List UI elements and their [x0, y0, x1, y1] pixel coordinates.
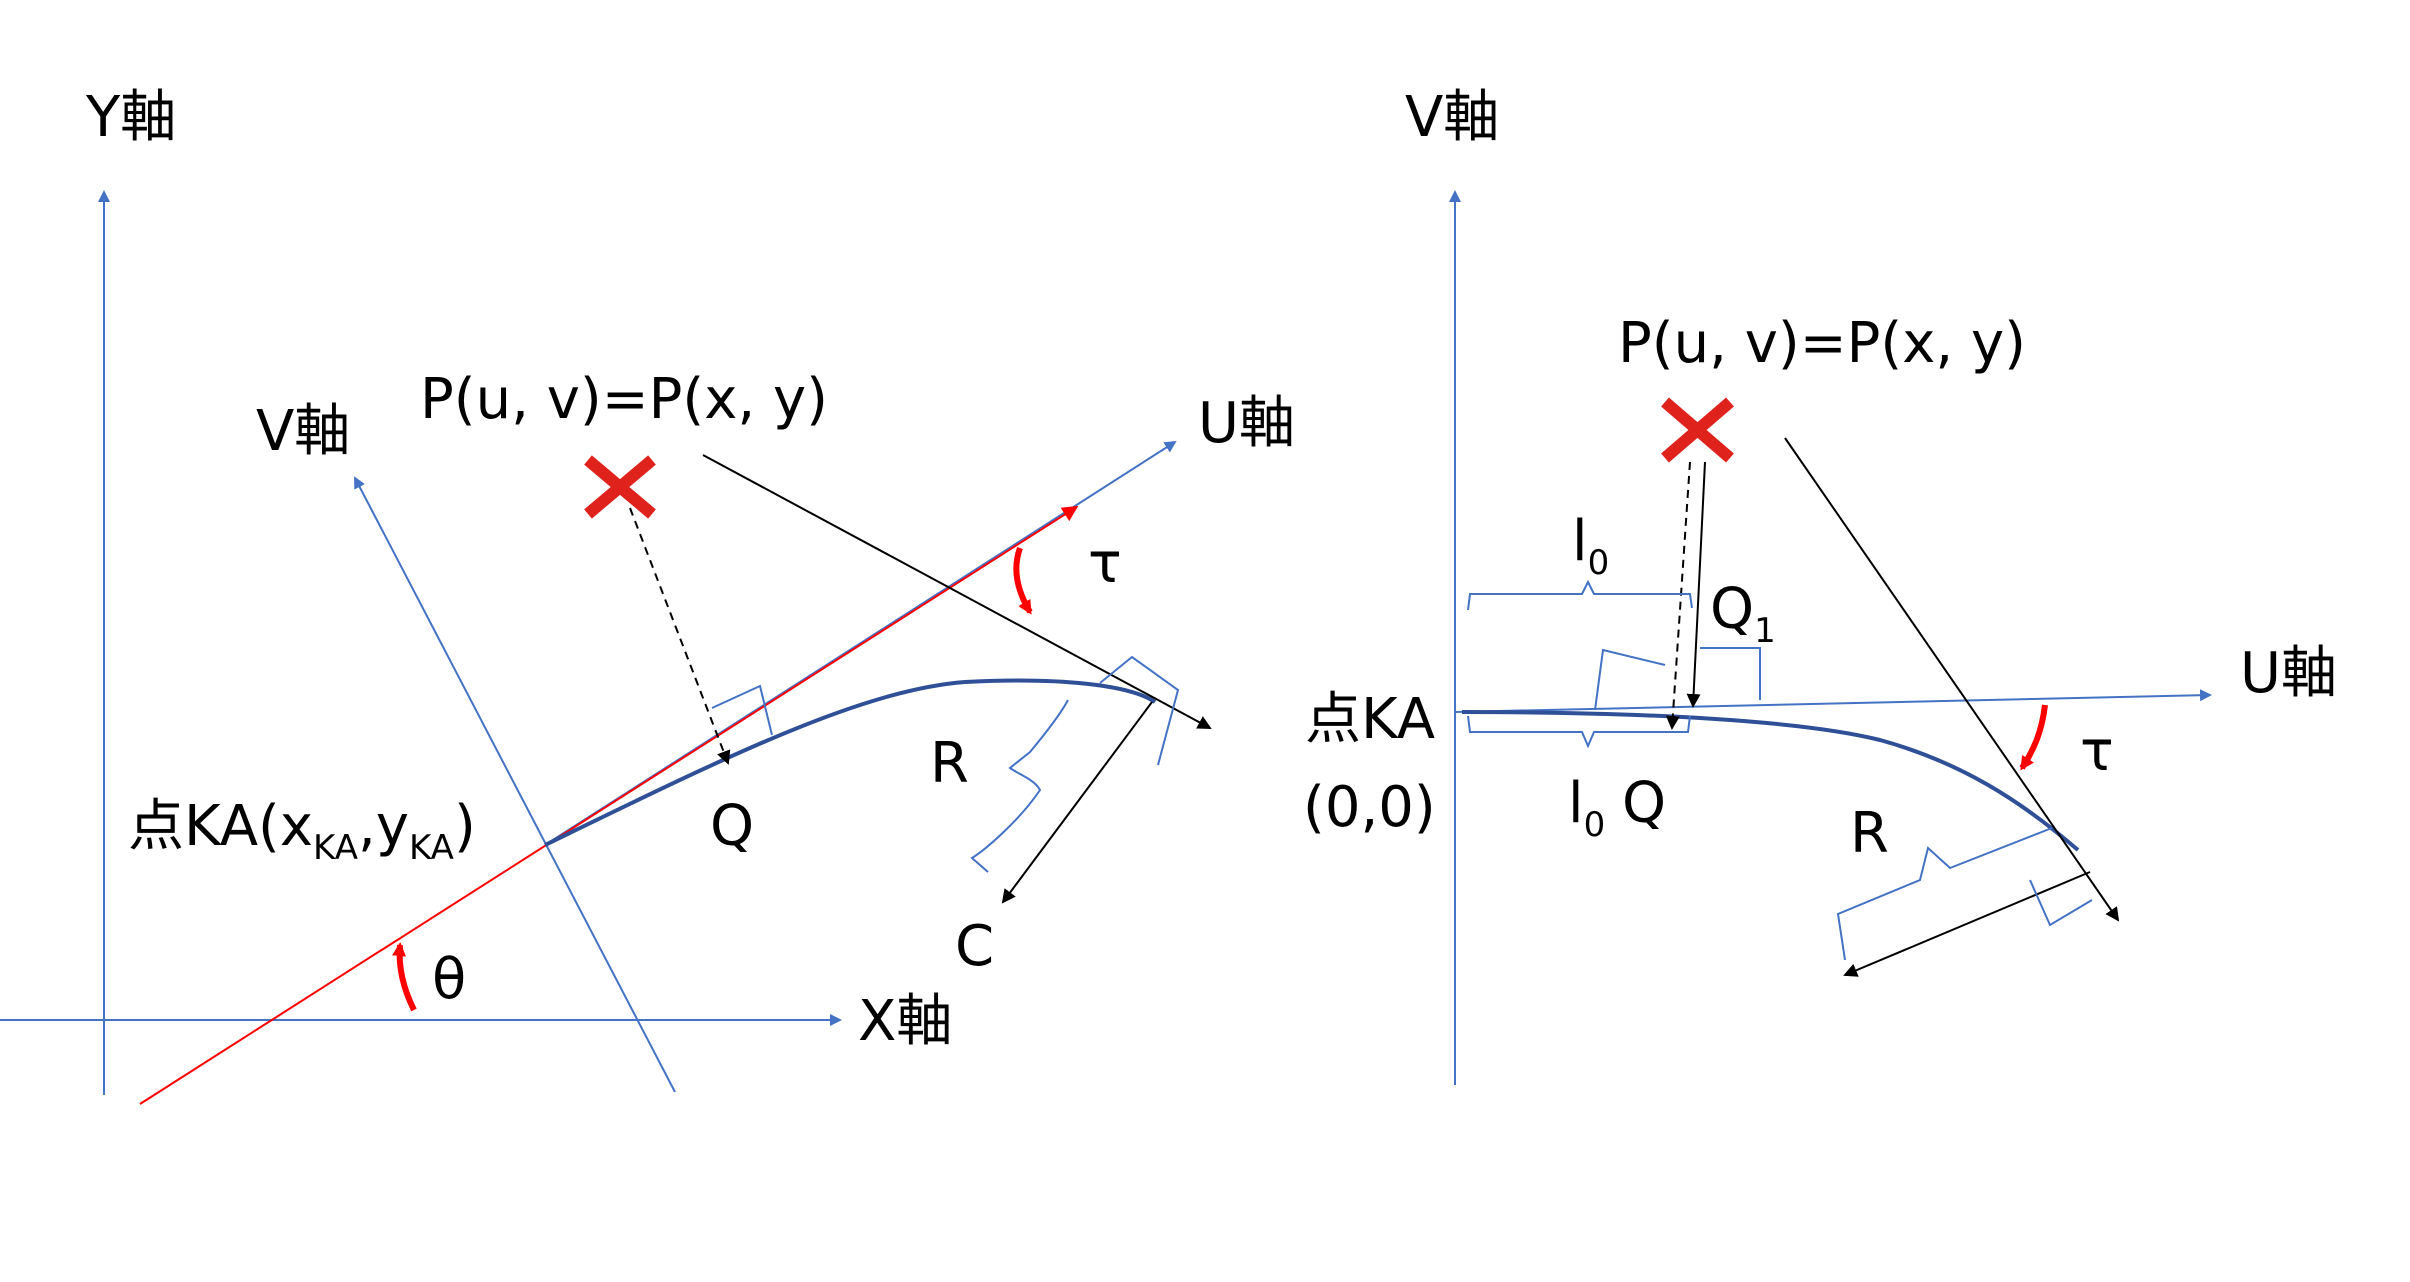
- right-q1-label: Q1: [1710, 577, 1776, 651]
- right-tau-label: τ: [2080, 719, 2114, 784]
- right-angle-mark-end: [2029, 879, 2093, 927]
- y-axis-label: Y軸: [85, 85, 176, 150]
- right-panel: V軸 U軸 P(u, v)=P(x, y) 点KA (0,0) l0 l0 Q …: [1303, 85, 2337, 1085]
- r-brace: [970, 699, 1069, 873]
- theta-arrow: [392, 942, 417, 1012]
- right-r-brace: [1836, 827, 2053, 961]
- normal-line: [702, 454, 1212, 729]
- point-p-marker: [584, 455, 656, 519]
- v-axis-label: V軸: [256, 399, 350, 464]
- right-l0-top-label: l0: [1572, 509, 1609, 583]
- v-axis: [354, 476, 676, 1093]
- right-r-label: R: [1850, 801, 1889, 866]
- right-angle-mark-end: [1099, 655, 1180, 766]
- l0-bottom-brace: [1467, 715, 1691, 749]
- right-point-ka-label: 点KA: [1305, 687, 1435, 752]
- right-u-axis-label: U軸: [2240, 641, 2337, 706]
- theta-label: θ: [432, 947, 466, 1012]
- tau-label: τ: [1088, 531, 1122, 596]
- right-normal-line: [1784, 437, 2120, 922]
- right-clothoid-curve: [1461, 710, 2080, 852]
- right-v-axis-label: V軸: [1405, 85, 1499, 150]
- right-angle-mark-q: [711, 684, 773, 736]
- point-p-label: P(u, v)=P(x, y): [420, 367, 828, 432]
- r-label: R: [930, 731, 969, 796]
- right-origin-label: (0,0): [1303, 775, 1436, 840]
- left-panel: Y軸 X軸 V軸 U軸 P(u, v)=P(x, y) 点KA(xKA,yKA)…: [0, 85, 1295, 1105]
- q-label: Q: [710, 794, 754, 859]
- x-axis-label: X軸: [858, 989, 952, 1054]
- tau-arrow: [1013, 546, 1033, 615]
- right-point-p-label: P(u, v)=P(x, y): [1618, 311, 2026, 376]
- projection-dashed-line: [629, 507, 731, 765]
- c-label: C: [955, 914, 994, 979]
- right-q-label: Q: [1622, 771, 1666, 836]
- right-u-axis: [1454, 689, 2212, 713]
- right-tau-arrow: [2019, 704, 2048, 771]
- right-angle-mark-q1: [1700, 647, 1761, 700]
- l0-top-brace: [1467, 579, 1693, 611]
- right-projection-q1: [1686, 461, 1706, 708]
- right-radius-line: [1843, 871, 2091, 977]
- right-l0-bottom-label: l0: [1568, 771, 1605, 845]
- right-point-p-marker: [1661, 397, 1734, 463]
- clothoid-curve: [544, 678, 1157, 847]
- radius-line: [1001, 701, 1153, 904]
- point-ka-label: 点KA(xKA,yKA): [128, 794, 476, 868]
- right-angle-mark-q: [1594, 648, 1666, 711]
- u-axis-label: U軸: [1198, 391, 1295, 456]
- tangent-line: [139, 505, 1079, 1105]
